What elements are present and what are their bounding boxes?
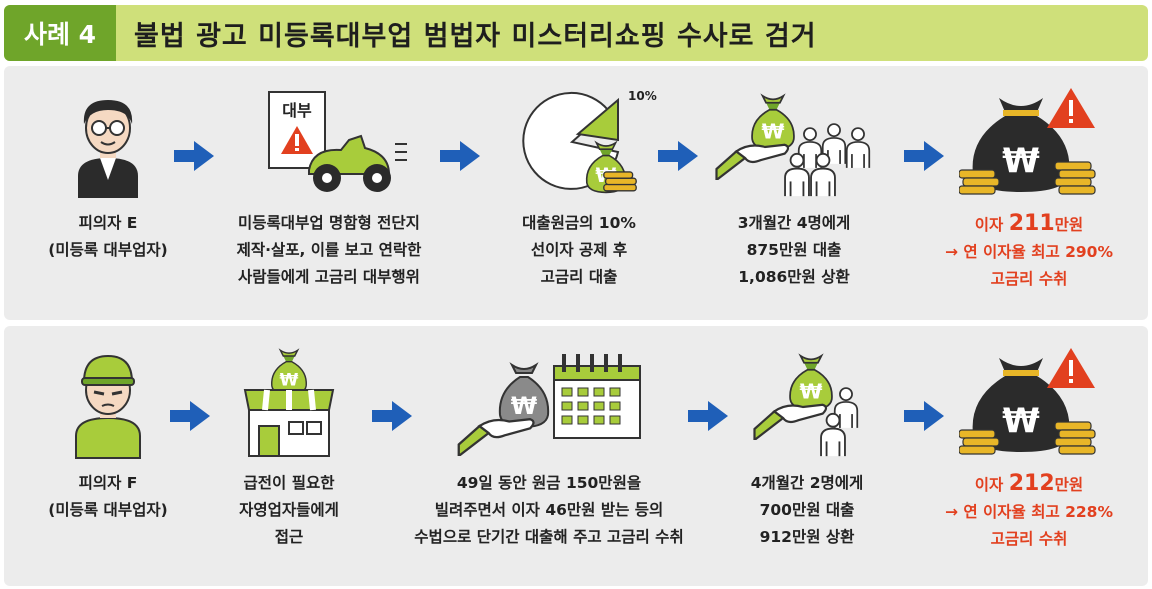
caption-line: 1,086만원 상환: [738, 268, 850, 286]
result-note: 고금리 수취: [990, 270, 1068, 288]
loan-flyer-scooter-icon: 대부: [268, 91, 407, 192]
hand-bag-people-icon: [715, 94, 871, 198]
caption-line: 4개월간 2명에게: [750, 474, 864, 492]
step-loans-repaid-e: 3개월간 4명에게 875만원 대출 1,086만원 상환: [704, 86, 884, 291]
result-interest: 이자 212만원: [924, 470, 1134, 499]
case-f-panel: 피의자 F (미등록 대부업자) 급전이 필요한 자영업자들에게 접근: [4, 326, 1148, 586]
caption-line: 선이자 공제 후: [530, 241, 628, 259]
step-short-term-loan: 49일 동안 원금 150만원을 빌려주면서 이자 46만원 받는 등의 수법으…: [394, 346, 704, 551]
caption-line: 912만원 상환: [759, 528, 855, 546]
hand-bag-calendar-icon: [457, 354, 641, 456]
warning-money-bag-icon: [959, 348, 1096, 455]
caption-line: 피의자 E: [78, 214, 138, 232]
caption-line: 제작·살포, 이를 보고 연락한: [236, 241, 422, 259]
person-cap-icon: [75, 354, 141, 459]
caption-line: 피의자 F: [78, 474, 138, 492]
result-prefix: 이자: [974, 476, 1009, 494]
warning-money-bag-icon: [959, 88, 1096, 195]
result-prefix: 이자: [974, 216, 1009, 234]
result-amount: 211: [1008, 211, 1055, 236]
caption-line: 700만원 대출: [759, 501, 855, 519]
caption-line: 고금리 대출: [540, 268, 618, 286]
result-unit: 만원: [1054, 476, 1084, 494]
step-suspect-e: 피의자 E (미등록 대부업자): [18, 88, 198, 264]
person-glasses-icon: [78, 100, 138, 198]
caption-line: 3개월간 4명에게: [737, 214, 851, 232]
pie-money-bag-icon: 10%: [522, 89, 657, 194]
caption-line: 미등록대부업 명함형 전단지: [238, 214, 420, 232]
caption-line: 자영업자들에게: [239, 501, 339, 519]
store-money-bag-icon: [243, 349, 335, 457]
caption-line: (미등록 대부업자): [48, 241, 168, 259]
step-approach-merchants: 급전이 필요한 자영업자들에게 접근: [204, 346, 374, 551]
hand-bag-people-icon: [753, 354, 859, 458]
caption-line: 수법으로 단기간 대출해 주고 고금리 수취: [414, 528, 684, 546]
result-unit: 만원: [1054, 216, 1084, 234]
result-case-f: 이자 212만원 → 연 이자율 최고 228% 고금리 수취: [924, 348, 1134, 553]
caption-line: 빌려주면서 이자 46만원 받는 등의: [434, 501, 664, 519]
step-loans-repaid-f: 4개월간 2명에게 700만원 대출 912만원 상환: [722, 346, 892, 551]
caption-line: 49일 동안 원금 150만원을: [456, 474, 642, 492]
result-amount: 212: [1008, 471, 1055, 496]
pie-percent-label: 10%: [628, 89, 657, 103]
case-e-panel: 피의자 E (미등록 대부업자) 대부 미등록대부업 명함형 전단지 제작·살포…: [4, 66, 1148, 320]
step-flyer-distribution: 대부 미등록대부업 명함형 전단지 제작·살포, 이를 보고 연락한 사람들에게…: [214, 86, 444, 291]
step-interest-deduction: 10% 대출원금의 10% 선이자 공제 후 고금리 대출: [474, 86, 684, 291]
caption-line: 급전이 필요한: [243, 474, 335, 492]
page-title: 불법 광고 미등록대부업 범법자 미스터리쇼핑 수사로 검거: [134, 20, 817, 52]
arrow-right-icon: [174, 141, 214, 171]
result-rate: → 연 이자율 최고 290%: [944, 243, 1114, 261]
result-case-e: 이자 211만원 → 연 이자율 최고 290% 고금리 수취: [924, 88, 1134, 293]
flyer-label: 대부: [282, 101, 312, 120]
result-interest: 이자 211만원: [924, 210, 1134, 239]
caption-line: (미등록 대부업자): [48, 501, 168, 519]
caption-line: 대출원금의 10%: [522, 214, 636, 232]
result-rate: → 연 이자율 최고 228%: [944, 503, 1114, 521]
header-banner: 사례 4 불법 광고 미등록대부업 범법자 미스터리쇼핑 수사로 검거: [4, 5, 1148, 61]
caption-line: 접근: [274, 528, 304, 546]
caption-line: 875만원 대출: [746, 241, 842, 259]
result-note: 고금리 수취: [990, 530, 1068, 548]
arrow-right-icon: [658, 141, 698, 171]
case-badge: 사례 4: [4, 5, 116, 61]
caption-line: 사람들에게 고금리 대부행위: [238, 268, 420, 286]
step-suspect-f: 피의자 F (미등록 대부업자): [18, 348, 198, 524]
